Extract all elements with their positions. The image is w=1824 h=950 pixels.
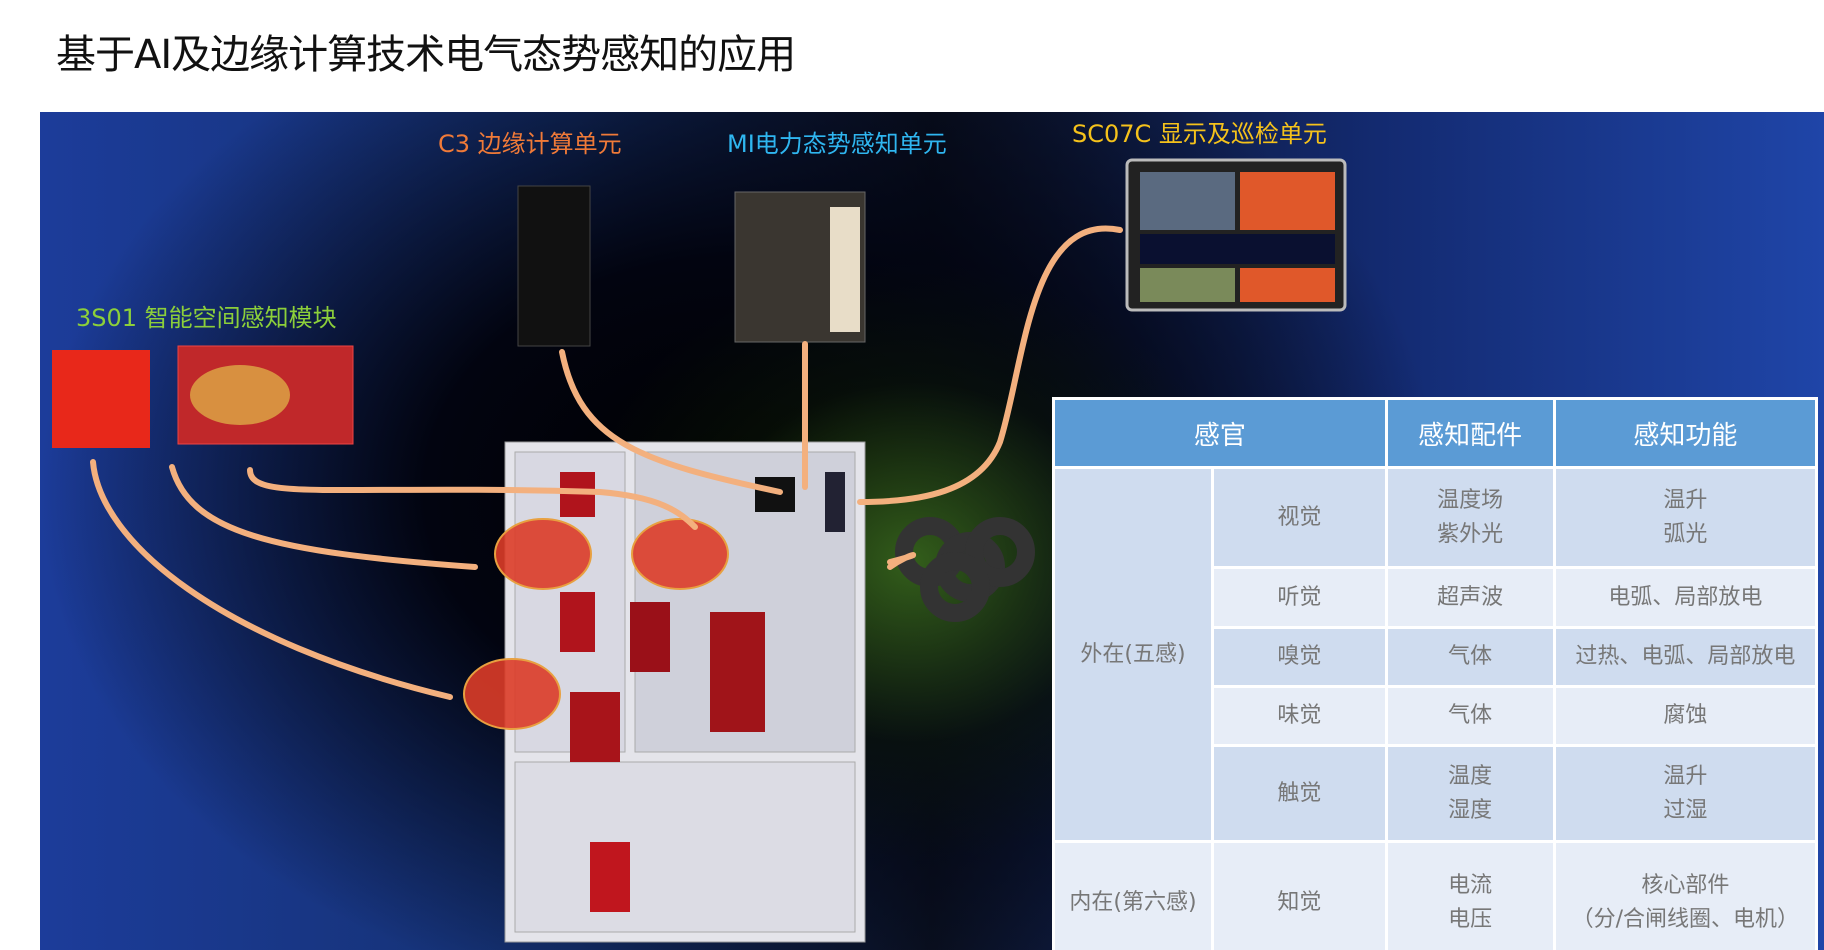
functions-cell: 腐蚀 bbox=[1555, 688, 1815, 744]
sc07c-display-icon bbox=[1125, 158, 1347, 312]
table-row: 嗅觉 气体 过热、电弧、局部放电 bbox=[1055, 629, 1815, 685]
table-row: 听觉 超声波 电弧、局部放电 bbox=[1055, 569, 1815, 626]
table-row: 触觉 温度湿度 温升过湿 bbox=[1055, 747, 1815, 840]
part: 温度场 bbox=[1437, 487, 1504, 513]
3s01-module-icon bbox=[52, 345, 354, 448]
header-functions: 感知功能 bbox=[1555, 400, 1815, 466]
group-external: 外在(五感) bbox=[1055, 469, 1211, 840]
functions-cell: 温升过湿 bbox=[1555, 747, 1815, 840]
table-row: 内在(第六感) 知觉 电流电压 核心部件 （分/合闸线圈、电机） bbox=[1055, 843, 1815, 950]
table-row: 外在(五感) 视觉 温度场紫外光 温升弧光 bbox=[1055, 469, 1815, 840]
parts-cell: 气体 bbox=[1387, 629, 1553, 685]
mi-sensing-unit-label: MI电力态势感知单元 bbox=[727, 130, 947, 158]
table-row: 味觉 气体 腐蚀 bbox=[1055, 688, 1815, 744]
part: 温度 bbox=[1448, 763, 1493, 789]
part: 湿度 bbox=[1448, 797, 1493, 823]
page-title: 基于AI及边缘计算技术电气态势感知的应用 bbox=[56, 32, 796, 78]
sense-cell: 知觉 bbox=[1214, 843, 1385, 950]
parts-cell: 温度湿度 bbox=[1387, 747, 1553, 840]
sensing-table: 感官 感知配件 感知功能 外在(五感) 视觉 温度场紫外光 温升弧光 听觉 超声… bbox=[1052, 397, 1818, 950]
parts-cell: 电流电压 bbox=[1387, 843, 1553, 950]
part: 电压 bbox=[1448, 907, 1493, 932]
function: 温升 bbox=[1663, 487, 1708, 513]
function: 核心部件 bbox=[1641, 873, 1730, 898]
c3-edge-unit-icon bbox=[517, 185, 591, 347]
diagram-panel: C3 边缘计算单元 MI电力态势感知单元 SC07C 显示及巡检单元 3S01 … bbox=[40, 112, 1824, 950]
functions-cell: 电弧、局部放电 bbox=[1555, 569, 1815, 626]
header-sense: 感官 bbox=[1055, 400, 1385, 466]
group-internal: 内在(第六感) bbox=[1055, 843, 1211, 950]
functions-cell: 温升弧光 bbox=[1555, 469, 1815, 566]
current-transformer-icon bbox=[895, 517, 1035, 622]
parts-cell: 气体 bbox=[1387, 688, 1553, 744]
3s01-module-label: 3S01 智能空间感知模块 bbox=[76, 304, 337, 332]
system-illustration bbox=[52, 158, 1347, 943]
function: 过湿 bbox=[1663, 797, 1708, 823]
function: 温升 bbox=[1663, 763, 1708, 789]
part: 电流 bbox=[1448, 873, 1493, 898]
sense-cell: 味觉 bbox=[1214, 688, 1385, 744]
function: 弧光 bbox=[1663, 521, 1708, 547]
sc07c-display-label: SC07C 显示及巡检单元 bbox=[1072, 120, 1327, 148]
functions-cell: 核心部件 （分/合闸线圈、电机） bbox=[1555, 843, 1815, 950]
parts-cell: 温度场紫外光 bbox=[1387, 469, 1553, 566]
function: （分/合闸线圈、电机） bbox=[1571, 907, 1800, 932]
sense-cell: 嗅觉 bbox=[1214, 629, 1385, 685]
c3-edge-unit-label: C3 边缘计算单元 bbox=[438, 130, 622, 158]
functions-cell: 过热、电弧、局部放电 bbox=[1555, 629, 1815, 685]
parts-cell: 超声波 bbox=[1387, 569, 1553, 626]
part: 紫外光 bbox=[1437, 521, 1504, 547]
sense-cell: 触觉 bbox=[1214, 747, 1385, 840]
sense-cell: 听觉 bbox=[1214, 569, 1385, 626]
sense-cell: 视觉 bbox=[1214, 469, 1385, 566]
header-parts: 感知配件 bbox=[1387, 400, 1553, 466]
